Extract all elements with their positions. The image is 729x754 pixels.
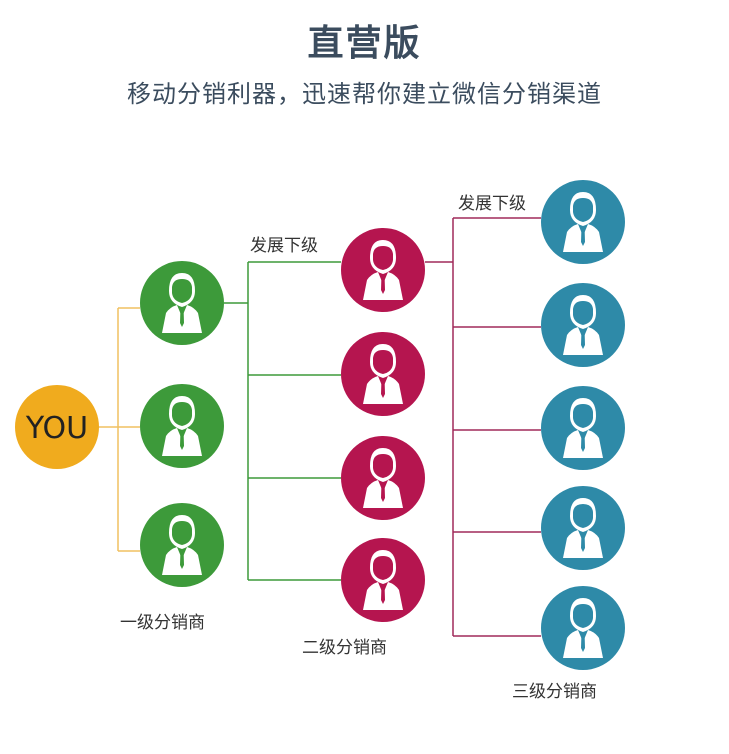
level2-distributor <box>341 332 425 416</box>
level1-distributor <box>140 384 224 468</box>
page-subtitle: 移动分销利器，迅速帮你建立微信分销渠道 <box>127 80 602 108</box>
you-label: YOU <box>25 411 88 446</box>
level1-distributor <box>140 503 224 587</box>
you-node: YOU <box>15 385 99 469</box>
branch-label-1: 发展下级 <box>250 236 318 256</box>
level2-distributor <box>341 436 425 520</box>
level1-distributor <box>140 261 224 345</box>
level2-distributor <box>341 228 425 312</box>
branch-label-2: 发展下级 <box>458 194 526 214</box>
level2-label: 二级分销商 <box>302 638 387 658</box>
level3-distributor <box>541 283 625 367</box>
level3-distributor <box>541 486 625 570</box>
level3-label: 三级分销商 <box>512 682 597 702</box>
page-title: 直营版 <box>307 23 422 64</box>
level3-distributor <box>541 586 625 670</box>
level2-distributor <box>341 538 425 622</box>
level3-distributor <box>541 180 625 264</box>
level3-distributor <box>541 386 625 470</box>
level1-label: 一级分销商 <box>120 613 205 633</box>
connector-lines <box>99 217 541 637</box>
